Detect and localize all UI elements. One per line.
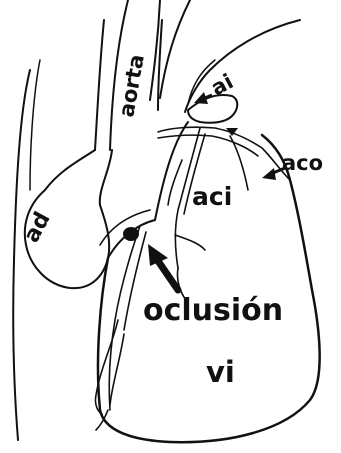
occlusion-arrow	[148, 244, 178, 290]
label-aci: aci	[192, 182, 232, 211]
label-aorta: aorta	[114, 52, 149, 118]
occlusion-site	[123, 227, 139, 241]
label-oclusion: oclusión	[143, 293, 283, 328]
label-aco: aco	[282, 151, 323, 175]
label-vi: vi	[206, 355, 235, 389]
coronary-arteries	[95, 127, 290, 430]
left-atrium-appendage	[188, 95, 237, 123]
